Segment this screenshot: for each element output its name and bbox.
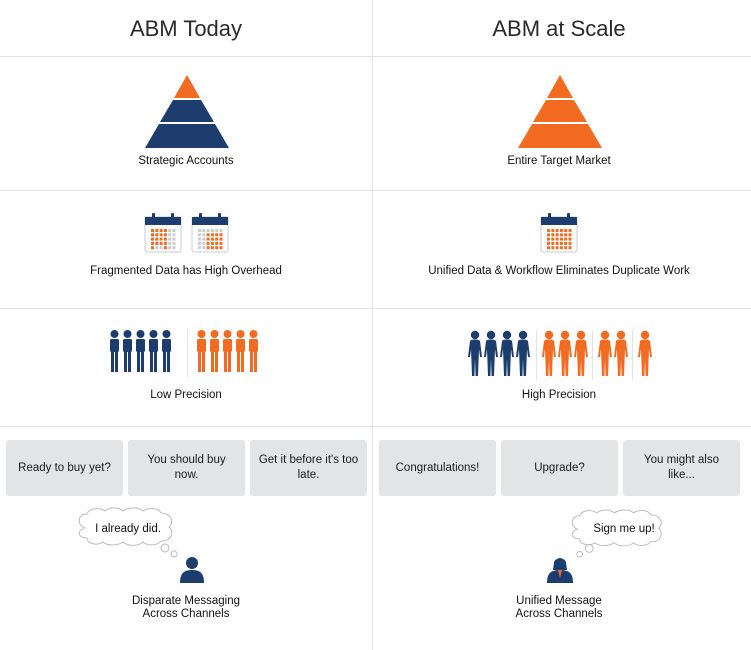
pyramid-icon: [145, 75, 229, 148]
people-group-icon: [110, 329, 258, 377]
calendar-icon: [144, 213, 182, 253]
thought-text: I already did.: [95, 523, 161, 535]
message-box: You should buy now.: [128, 440, 245, 496]
pyramid-caption: Entire Target Market: [507, 155, 611, 167]
column-divider: [372, 0, 373, 650]
data-caption: Fragmented Data has High Overhead: [90, 265, 282, 277]
pyramid-icon: [518, 75, 602, 148]
bottom-caption-line-2: Across Channels: [142, 608, 230, 620]
people-group-icon: [468, 330, 652, 380]
precision-caption: High Precision: [521, 389, 597, 401]
person-icon: [180, 557, 204, 583]
right-column-title: ABM at Scale: [492, 16, 626, 41]
row-divider: [0, 56, 751, 57]
message-box: Congratulations!: [379, 440, 496, 496]
thought-text: Sign me up!: [593, 523, 655, 535]
thought-bubble-icon: [571, 509, 662, 558]
row-divider: [0, 308, 751, 309]
row-divider: [0, 190, 751, 191]
data-caption: Unified Data & Workflow Eliminates Dupli…: [428, 265, 690, 277]
message-box: You might also like...: [623, 440, 740, 496]
calendar-icon: [191, 213, 229, 253]
row-divider: [0, 426, 751, 427]
bottom-caption-line-1: Unified Message: [516, 595, 602, 607]
bottom-caption-line-1: Disparate Messaging: [131, 595, 241, 607]
message-box: Ready to buy yet?: [6, 440, 123, 496]
message-box: Upgrade?: [501, 440, 618, 496]
bottom-caption-line-2: Across Channels: [515, 608, 603, 620]
left-column-title: ABM Today: [129, 16, 243, 41]
thought-bubble-icon: [78, 507, 178, 558]
message-box: Get it before it's too late.: [250, 440, 367, 496]
pyramid-caption: Strategic Accounts: [138, 155, 234, 167]
person-icon: [547, 558, 573, 583]
calendar-icon: [540, 213, 578, 253]
precision-caption: Low Precision: [150, 389, 222, 401]
